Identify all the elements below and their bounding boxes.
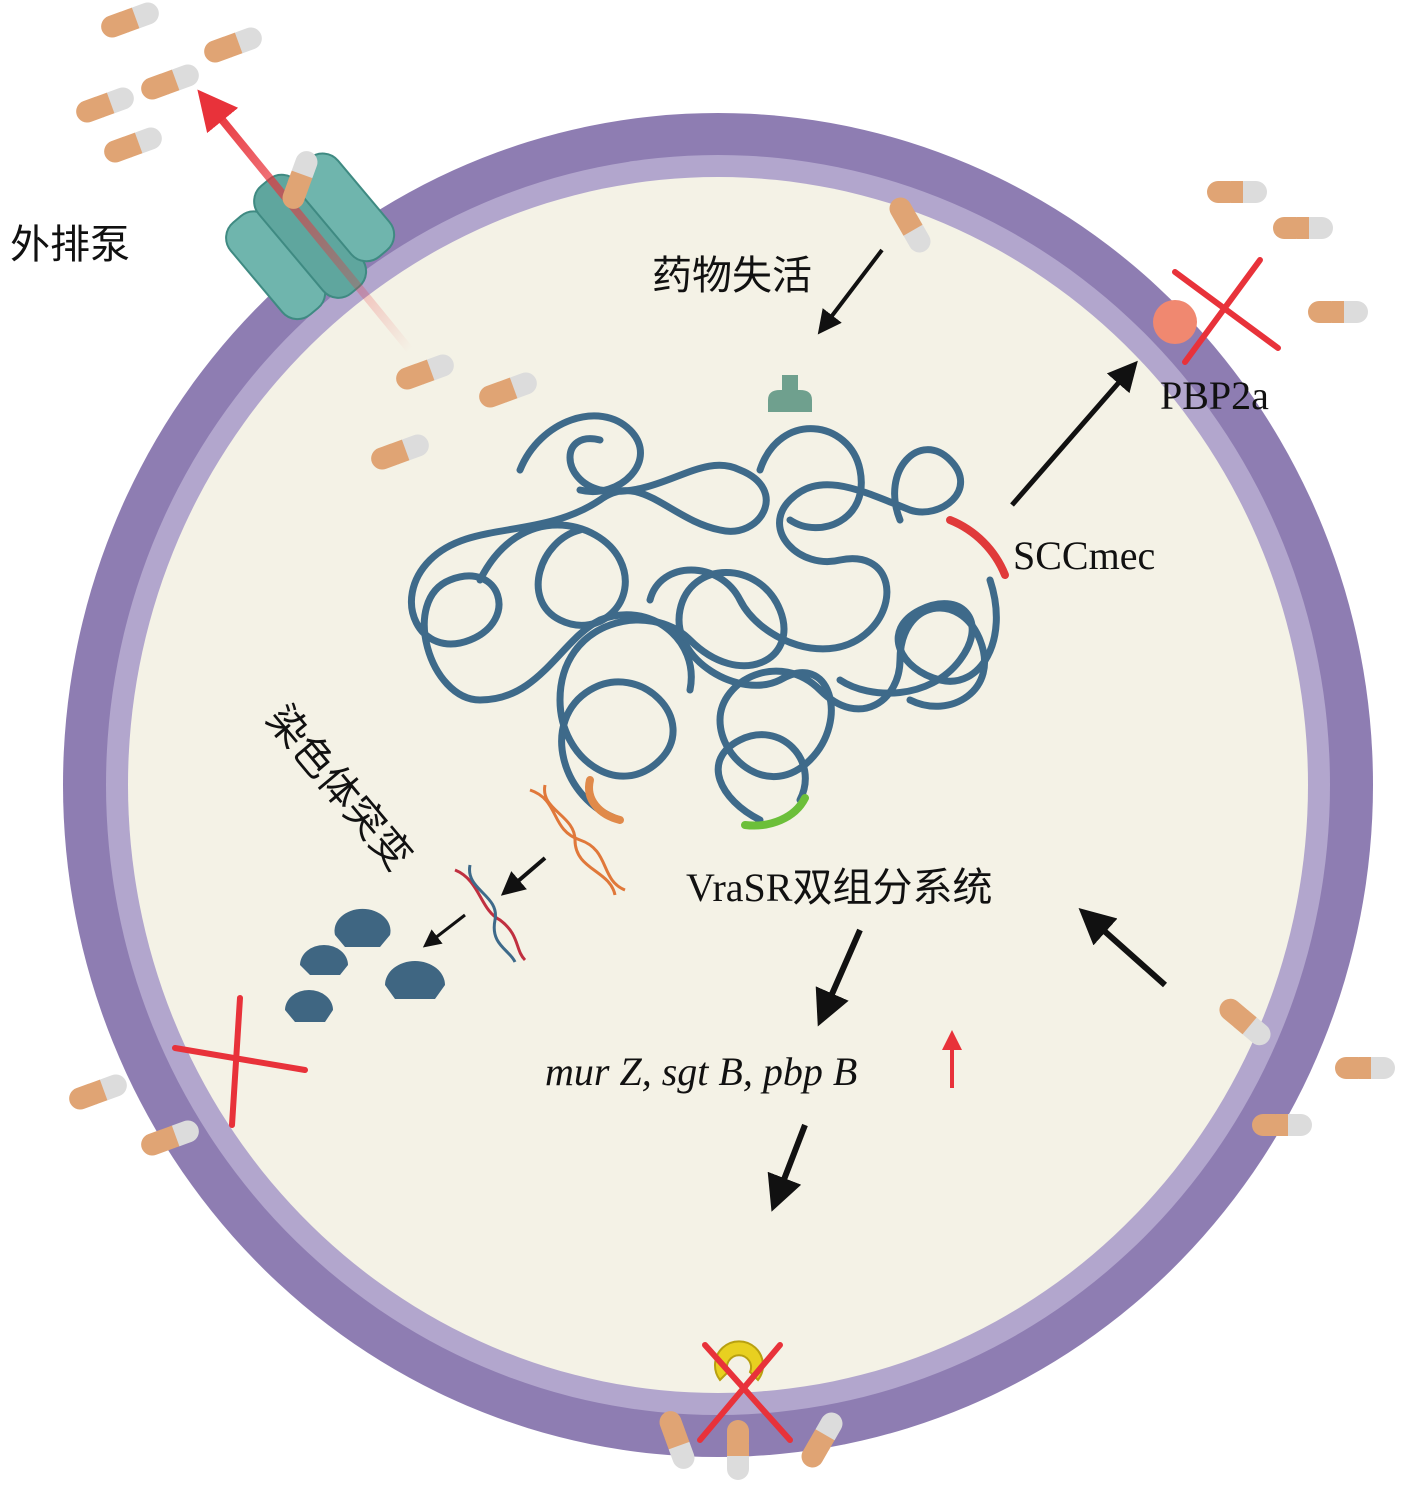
efflux-arrow <box>197 89 414 353</box>
pbp2a-protein <box>1153 300 1197 344</box>
genes-output-arrow <box>767 1123 808 1212</box>
label-vrasr: VraSR双组分系统 <box>686 865 993 910</box>
label-drug-inactivation: 药物失活 <box>652 253 812 298</box>
antibiotic-capsule <box>371 434 429 470</box>
dna-helix-mutated <box>454 864 527 963</box>
label-genes: mur Z, sgt B, pbp B <box>545 1049 858 1094</box>
antibiotic-capsule <box>141 1120 199 1156</box>
cross-marks <box>172 257 1281 1443</box>
antibiotic-capsule <box>1308 301 1368 323</box>
label-efflux-pump: 外排泵 <box>10 222 130 267</box>
label-sccmec: SCCmec <box>1013 533 1156 578</box>
antibiotic-capsule <box>659 1411 695 1469</box>
antibiotic-capsules <box>69 2 1395 1480</box>
antibiotic-capsule <box>889 197 931 253</box>
antibiotic-capsule <box>727 1420 749 1480</box>
antibiotic-capsule <box>141 64 199 100</box>
antibiotic-capsule <box>282 151 318 209</box>
chromosome-dna <box>408 412 1009 830</box>
antibiotic-capsule <box>1207 181 1267 203</box>
sccmec-arrow <box>1010 360 1138 507</box>
antibiotic-capsule <box>204 27 262 63</box>
antibiotic-capsule <box>1335 1057 1395 1079</box>
inactivation-arrow <box>817 248 884 335</box>
antibiotic-capsule <box>801 1412 843 1468</box>
antibiotic-capsule <box>1273 217 1333 239</box>
antibiotic-capsule <box>1219 998 1271 1046</box>
inactivating-enzyme <box>768 375 812 412</box>
dna-helix-orange <box>529 784 626 896</box>
antibiotic-capsule <box>1252 1114 1312 1136</box>
antibiotic-capsule <box>76 87 134 123</box>
ribosomes <box>285 908 445 1022</box>
mutation-arrow-1 <box>500 856 547 896</box>
vrasr-input-arrow <box>1078 908 1167 988</box>
mutation-arrow-2 <box>422 913 466 948</box>
vrasr-output-arrow <box>815 928 863 1027</box>
antibiotic-capsule <box>101 2 159 38</box>
label-pbp2a: PBP2a <box>1160 373 1269 418</box>
cytoplasm <box>128 177 1308 1393</box>
antibiotic-capsule <box>69 1074 127 1110</box>
antibiotic-capsule <box>104 127 162 163</box>
antibiotic-capsule <box>479 372 537 408</box>
antibiotic-capsule <box>396 354 454 390</box>
